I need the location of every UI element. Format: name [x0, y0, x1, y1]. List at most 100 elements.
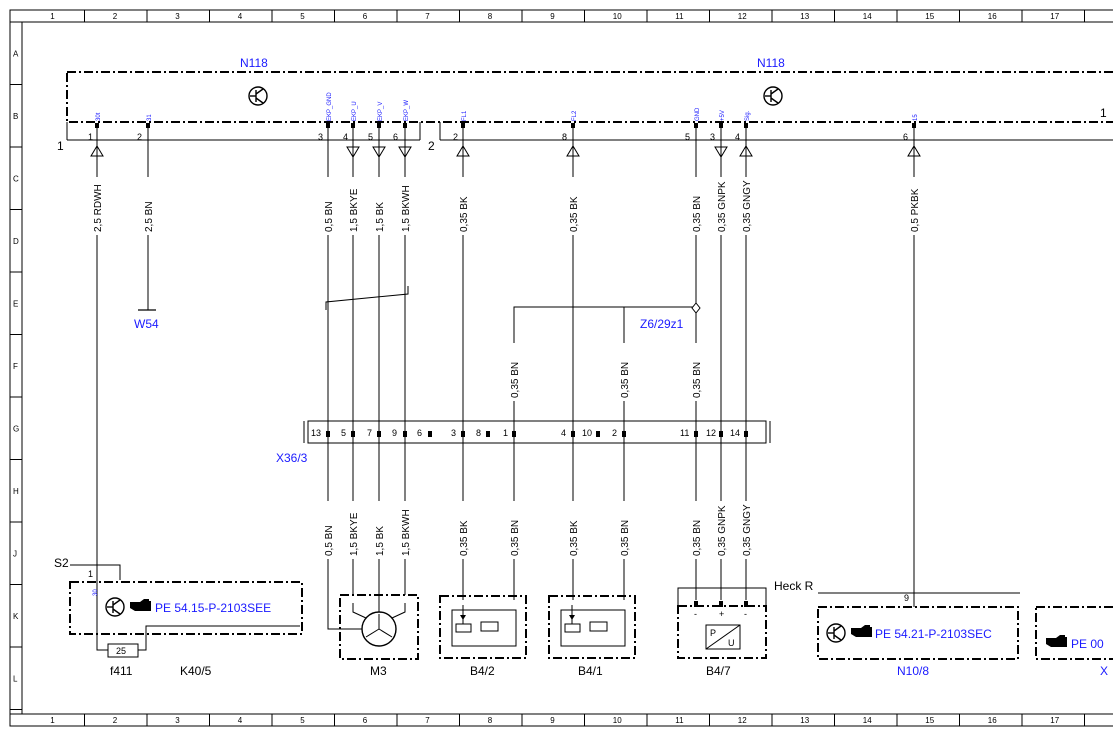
wire-label: 0,35 BN: [620, 362, 631, 398]
grid-column-label: 1: [50, 716, 55, 725]
grid-column-label: 10: [613, 12, 622, 21]
wire-label: 0,5 BN: [324, 525, 335, 556]
grid-column-label: 10: [613, 716, 622, 725]
level-sensor-icon: [451, 605, 517, 647]
grid-column-label: 14: [863, 12, 872, 21]
connector-label-edge: 1: [1100, 106, 1107, 120]
grid-column-label: 14: [863, 716, 872, 725]
x36-pin-number: 3: [451, 428, 456, 438]
grid-column-label: 9: [550, 12, 555, 21]
wire-label: 0,35 BK: [459, 520, 470, 556]
k40-pin: 1: [88, 569, 93, 579]
grid-column-label: 3: [175, 716, 180, 725]
grid-column-label: 12: [738, 716, 747, 725]
n118-pin-signal: +5V: [720, 110, 726, 121]
n118-pin-signal: GND: [695, 107, 701, 121]
n118-pin-number: 5: [685, 132, 690, 142]
x36-pin-number: 14: [730, 428, 740, 438]
k40-housing: [69, 581, 303, 635]
control-unit-icon: [826, 623, 846, 643]
grid-column-label: 15: [925, 716, 934, 725]
cut-component-reference: PE 00: [1071, 637, 1104, 651]
grid-column-label: 1: [50, 12, 55, 21]
b41-housing: [548, 595, 636, 659]
b47-pin-polarity: +: [719, 609, 724, 619]
n118-pin-number: 3: [318, 132, 323, 142]
n118-pin-number: 6: [903, 132, 908, 142]
n118-pin-number: 4: [735, 132, 740, 142]
s2-label: S2: [54, 556, 69, 570]
grid-column-label: 6: [363, 12, 368, 21]
x36-pin-number: 1: [503, 428, 508, 438]
n118-pin-signal: EKP_V: [378, 102, 384, 121]
grid-row-label: F: [13, 362, 18, 371]
grid-column-label: 16: [988, 716, 997, 725]
wire-label: 0,5 BN: [324, 201, 335, 232]
grid-column-label: 4: [238, 12, 243, 21]
wire-label: 2,5 BN: [144, 201, 155, 232]
x36-pin-number: 7: [367, 428, 372, 438]
x36-pin-number: 9: [392, 428, 397, 438]
k40-reference: PE 54.15-P-2103SEE: [155, 601, 271, 615]
wire-label: 0,35 BN: [692, 520, 703, 556]
grid-column-label: 9: [550, 716, 555, 725]
n118-pin-signal: EKP_U: [352, 101, 358, 121]
level-sensor-icon: [560, 605, 626, 647]
wire-label: 0,35 BN: [692, 362, 703, 398]
heck-label: Heck R: [774, 579, 814, 593]
x36-pin-number: 10: [582, 428, 592, 438]
connector-label-right: 2: [428, 139, 435, 153]
grid-row-label: L: [13, 674, 18, 683]
n118-label-right: N118: [757, 56, 785, 70]
wire-label: 0,5 PKBK: [910, 188, 921, 232]
w54-label: W54: [134, 317, 159, 331]
grid-column-label: 7: [425, 716, 430, 725]
fuse-value: 25: [116, 646, 126, 656]
x36-label: X36/3: [276, 451, 308, 465]
grid-column-label: 7: [425, 12, 430, 21]
grid-column-label: 6: [363, 716, 368, 725]
x36-pin-number: 5: [341, 428, 346, 438]
grid-row-label: D: [13, 237, 19, 246]
grid-column-label: 8: [488, 716, 493, 725]
splice-icon: [691, 302, 701, 314]
m3-housing: [339, 594, 419, 660]
grid-row-label: B: [13, 112, 18, 121]
grid-column-label: 16: [988, 12, 997, 21]
n118-pin-number: 8: [562, 132, 567, 142]
grid-column-label: 12: [738, 12, 747, 21]
grid-column-label: 5: [300, 716, 305, 725]
wires: [96, 128, 915, 634]
wire-label: 1,5 BKWH: [401, 509, 412, 556]
wire-label: 1,5 BKWH: [401, 185, 412, 232]
n118-pin-number: 5: [368, 132, 373, 142]
n118-pin-signal: Sig.: [745, 110, 751, 121]
x36-connector: [307, 420, 767, 444]
grid-row-label: C: [13, 174, 19, 183]
pointing-hand-icon: [851, 625, 872, 637]
m3-label: M3: [370, 664, 387, 678]
grid-column-label: 17: [1050, 716, 1059, 725]
wire-label: 0,35 BK: [569, 520, 580, 556]
wire-label: 1,5 BKYE: [349, 188, 360, 232]
grid-column-label: 8: [488, 12, 493, 21]
grid-column-label: 15: [925, 12, 934, 21]
grid-column-label: 3: [175, 12, 180, 21]
wire-label: 0,35 GNPK: [717, 505, 728, 556]
n118-pin-signal: 30t: [96, 112, 102, 121]
grid-row-label: H: [13, 487, 19, 496]
three-phase-motor-icon: [352, 603, 406, 647]
n118-pin-number: 1: [88, 132, 93, 142]
n118-pin-signal: EKP_GND: [327, 92, 333, 121]
grid-row-label: A: [13, 49, 19, 58]
b47-label: B4/7: [706, 664, 731, 678]
b47-sensor-p: P: [710, 628, 716, 638]
b42-housing: [439, 595, 527, 659]
b41-label: B4/1: [578, 664, 603, 678]
grid-row-label: G: [13, 424, 19, 433]
n118-pin-number: 4: [343, 132, 348, 142]
